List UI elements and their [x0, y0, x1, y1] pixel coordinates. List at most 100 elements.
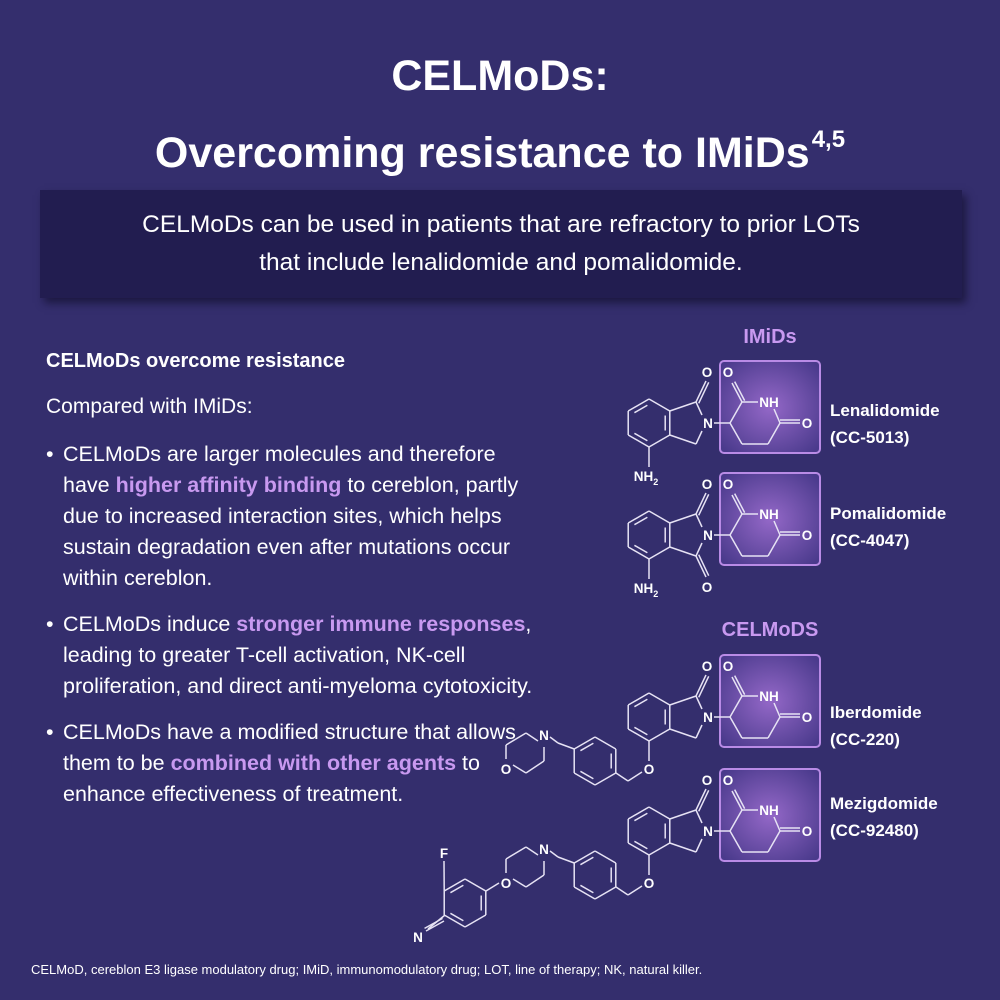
atom-label: O: [802, 710, 813, 725]
bond: [731, 790, 743, 811]
bond: [594, 850, 617, 864]
bond: [729, 401, 743, 424]
bullet-text: to cereblon, partly due to increased int…: [63, 473, 519, 590]
nh2-label: NH2: [634, 469, 659, 487]
bond: [627, 842, 650, 856]
bond: [594, 736, 617, 750]
atom-label: N: [413, 930, 423, 945]
atom-label: O: [702, 365, 713, 380]
bond: [634, 404, 648, 414]
bond: [773, 702, 781, 718]
bond: [634, 812, 648, 822]
bond: [669, 695, 697, 706]
bond: [733, 675, 746, 695]
bond: [594, 886, 617, 900]
bond: [729, 830, 743, 853]
bond: [695, 788, 707, 811]
section-heading: CELMoDs overcome resistance: [46, 350, 346, 372]
bond: [525, 760, 545, 774]
bullet-text: CELMoDs induce: [63, 612, 237, 636]
bond: [698, 554, 710, 577]
bullet-icon: •: [46, 442, 54, 466]
title-references: 4,5: [811, 126, 846, 153]
bond: [698, 381, 710, 404]
bond: [698, 675, 710, 698]
bond: [731, 382, 743, 403]
bond: [549, 736, 559, 744]
bond: [580, 770, 594, 780]
bond: [669, 842, 697, 853]
bond: [695, 430, 703, 445]
atom-label: O: [501, 762, 512, 777]
atom-label: O: [702, 580, 713, 595]
bond: [634, 432, 648, 442]
bond: [424, 917, 443, 930]
bond: [773, 816, 781, 832]
atom-label: N: [703, 416, 713, 431]
bond: [695, 401, 703, 416]
bullet-item: •CELMoDs induce stronger immune response…: [46, 609, 546, 702]
bond: [594, 772, 617, 786]
bond: [733, 493, 746, 513]
bond: [773, 408, 781, 424]
bond: [425, 920, 445, 932]
nh2-label: NH2: [634, 581, 659, 599]
atom-label: O: [723, 773, 734, 788]
bond: [549, 850, 559, 858]
bond: [648, 842, 671, 856]
bullet-icon: •: [46, 720, 54, 744]
atom-label: O: [802, 824, 813, 839]
bond: [669, 728, 697, 739]
atom-label: O: [723, 659, 734, 674]
bond: [669, 809, 697, 820]
subscript: 2: [653, 477, 658, 487]
bond: [573, 850, 596, 864]
bond: [773, 520, 781, 536]
bond: [729, 695, 743, 718]
bond: [669, 401, 697, 412]
bond: [464, 914, 487, 928]
bond: [627, 398, 650, 412]
atom-label: O: [501, 876, 512, 891]
bond: [485, 882, 500, 892]
bond: [634, 726, 648, 736]
bond: [729, 809, 743, 832]
atom-label: O: [802, 528, 813, 543]
drug-name-iberdomide: Iberdomide: [830, 703, 922, 722]
glutarimide-highlight-box: [719, 472, 821, 566]
bond: [505, 846, 527, 860]
celmods-label: CELMoDS: [722, 619, 819, 641]
glutarimide-highlight-box: [719, 654, 821, 748]
bond: [634, 544, 648, 554]
atom-label: N: [539, 842, 549, 857]
bullet-item: • CELMoDs are larger molecules and theref…: [46, 439, 546, 594]
bond: [627, 771, 643, 782]
bullet-highlight: higher affinity binding: [115, 473, 342, 497]
bond: [731, 494, 743, 515]
bond: [669, 513, 697, 524]
bond: [443, 914, 466, 928]
bond: [695, 674, 707, 697]
bond: [729, 422, 743, 445]
bullet-text: CELMoDs are larger molecules and therefo…: [63, 442, 496, 497]
bond: [525, 874, 545, 888]
atom-label: N: [539, 728, 549, 743]
atom-label: F: [440, 846, 448, 861]
bond: [512, 878, 527, 888]
bond: [695, 695, 703, 710]
banner-line-2: that include lenalidomide and pomalidomi…: [259, 249, 743, 276]
bond: [648, 728, 671, 742]
bond: [648, 510, 671, 524]
atom-label: NH: [759, 689, 779, 704]
bond: [615, 886, 629, 896]
bond: [573, 886, 596, 900]
bond: [767, 830, 781, 853]
bond: [698, 493, 710, 516]
title-text: Overcoming resistance to IMiDs: [154, 129, 810, 177]
bond: [733, 789, 746, 809]
resistance-section: CELMoDs overcome resistance Compared wit…: [46, 350, 546, 825]
imids-label: IMiDs: [743, 326, 796, 348]
bond: [648, 398, 671, 412]
